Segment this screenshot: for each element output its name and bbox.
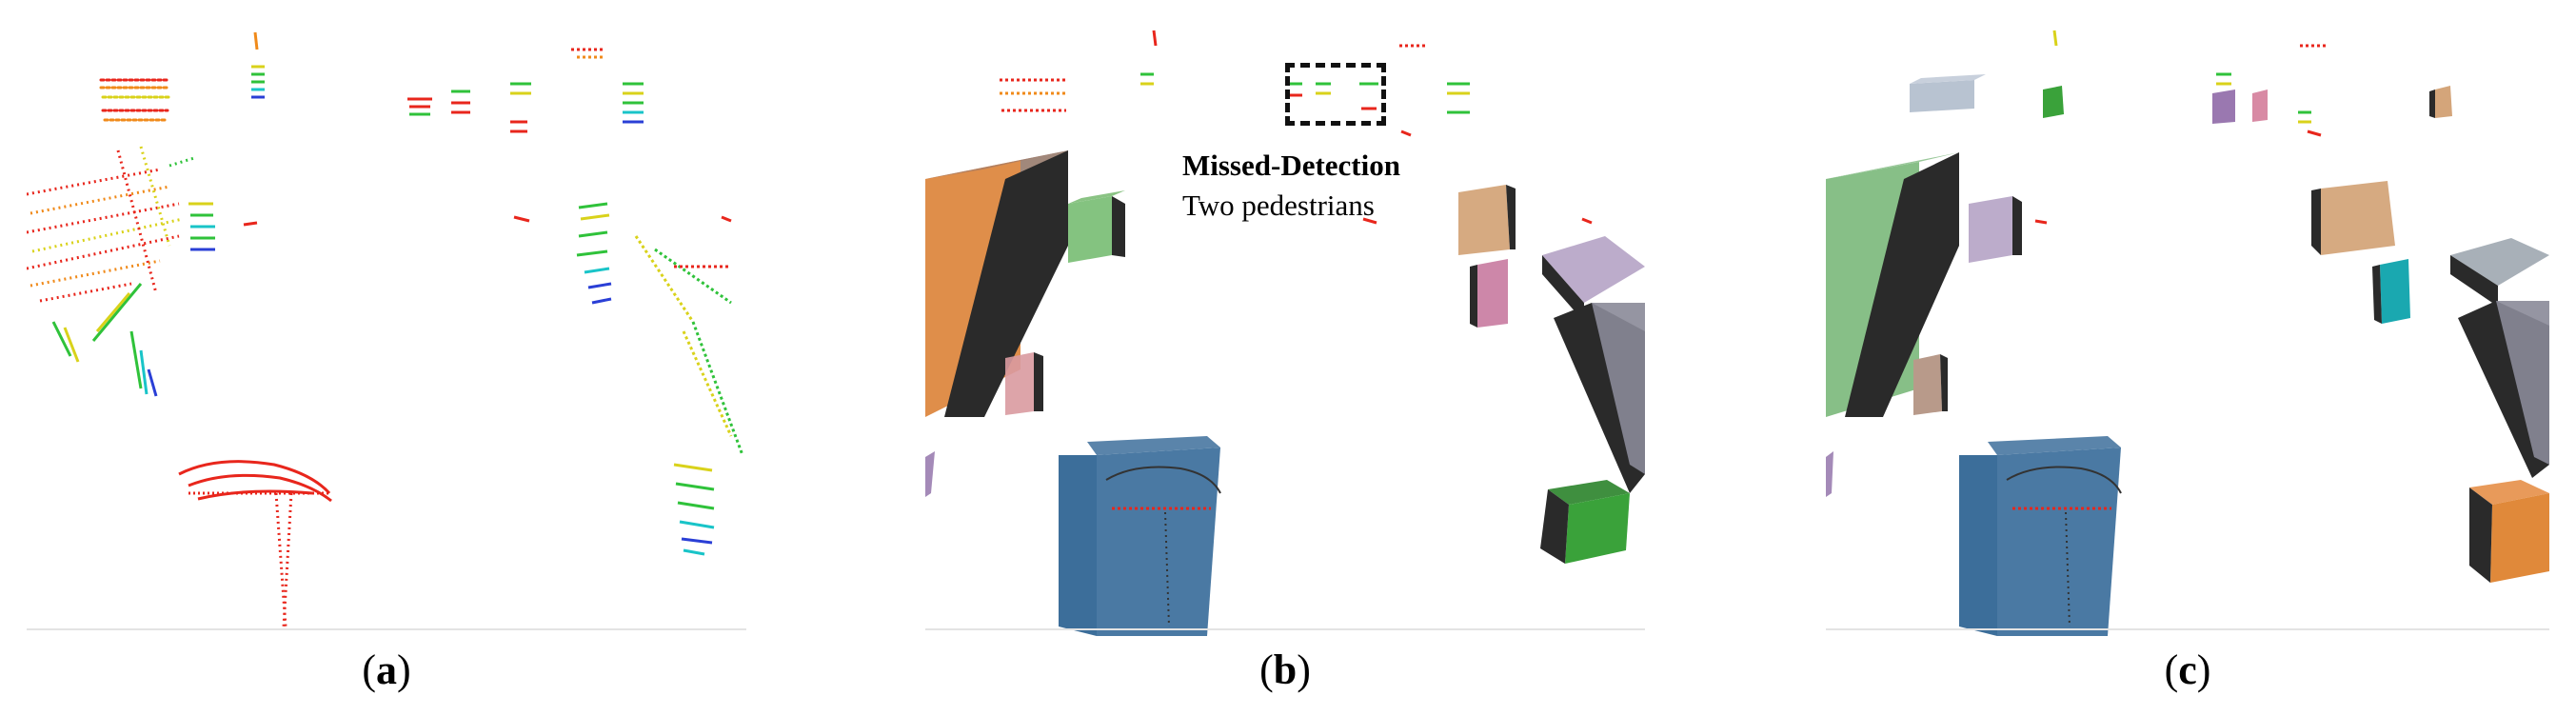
cluster-right-bottom [673,463,715,556]
cluster-left-vehicle [27,146,195,303]
box-blue-ego-c [1959,436,2122,636]
box-pink-small [1005,352,1043,415]
panel-a-point-cloud [27,17,746,636]
caption-a-letter: a [376,646,397,693]
box-green-vehicle [1826,152,1959,417]
caption-a-close: ) [397,646,411,693]
box-orange-cube [2469,480,2549,583]
points-c [2034,30,2328,225]
cluster-top-left [99,78,171,122]
box-green-cube [1540,480,1630,564]
cluster-left-poles [51,202,258,397]
box-purple-large [1542,236,1645,322]
panel-a-baseline [27,628,746,630]
caption-c-open: ( [2164,646,2179,693]
box-pink-tall [1470,259,1508,328]
box-grey-top [1910,74,1986,112]
caption-b-close: ) [1297,646,1311,693]
caption-c: (c) [2130,646,2245,694]
missed-detection-label: Missed-Detection [1182,149,1400,182]
panel-b-baseline [925,628,1645,630]
box-pink-top [2252,90,2268,122]
box-lavender [1969,196,2022,263]
cluster-ego-vehicle [178,460,332,627]
caption-b-open: ( [1259,646,1274,693]
panel-b-detection [925,17,1645,636]
detection-view-b [925,30,1645,636]
box-grey-large [2450,238,2549,307]
box-purple-sliver-c [1826,451,1833,497]
panel-c-baseline [1826,628,2549,630]
caption-a: (a) [329,646,444,694]
cluster-pole [251,31,265,99]
box-tan [1458,185,1516,255]
caption-a-open: ( [362,646,376,693]
box-green-small [1068,190,1125,263]
box-dark-slab [1554,303,1645,493]
caption-c-letter: c [2178,646,2197,693]
box-tan-right [2311,181,2395,255]
box-tan-top [2429,86,2452,118]
detection-view-c [1826,30,2549,636]
box-purple-sliver [925,451,935,497]
box-dark-slab-c [2458,301,2549,478]
box-green-top [2043,86,2064,118]
missed-detection-highlight-box [1285,63,1386,126]
caption-b-letter: b [1273,646,1298,693]
caption-c-close: ) [2196,646,2211,693]
box-blue-ego [1059,436,1221,636]
points-b [1000,30,1593,225]
box-purple-top [2212,90,2235,124]
box-orange-vehicle [925,150,1068,417]
panel-c-detection [1826,17,2549,636]
cluster-top-right [407,48,644,133]
box-teal [2372,259,2410,324]
point-cloud-a [27,31,744,627]
cluster-right-vehicle [513,202,744,456]
box-rose-small [1913,354,1948,415]
missed-detection-sublabel: Two pedestrians [1182,189,1375,222]
caption-b: (b) [1228,646,1342,694]
